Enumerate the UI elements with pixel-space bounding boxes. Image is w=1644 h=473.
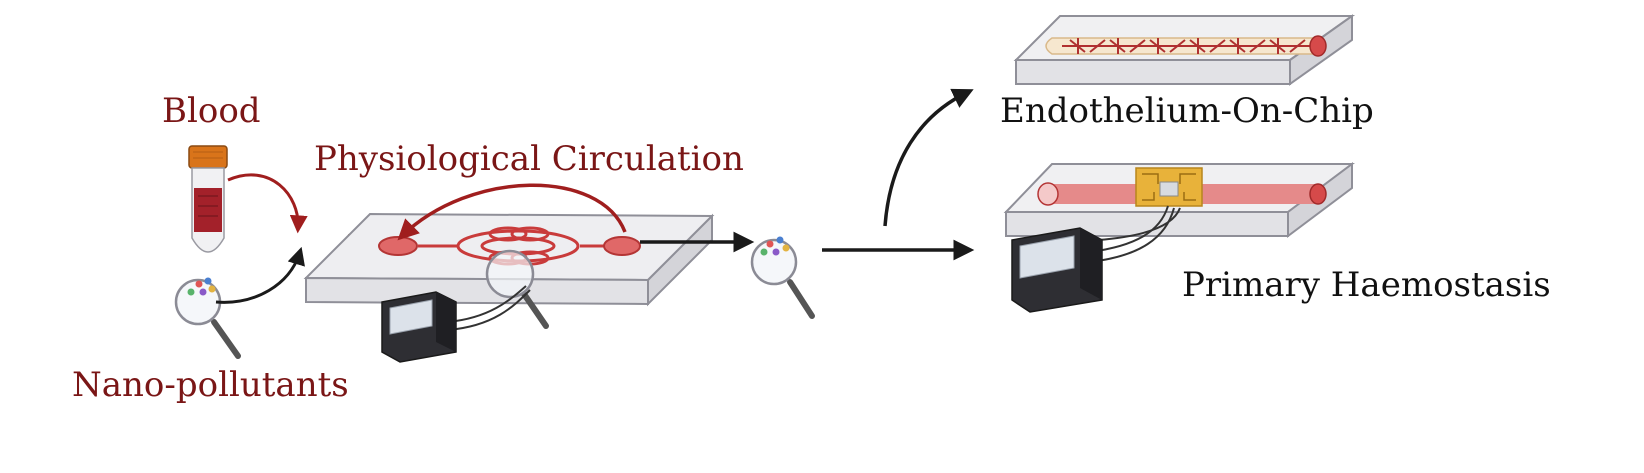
circulation-arrow — [397, 183, 627, 241]
label-physiological-circulation: Physiological Circulation — [314, 139, 744, 179]
outlet-reservoir — [603, 236, 641, 256]
pollutant-arrow — [215, 246, 305, 304]
monitor-device-icon — [381, 285, 531, 363]
inlet-reservoir — [378, 236, 418, 256]
label-blood: Blood — [162, 91, 261, 131]
label-endothelium-on-chip: Endothelium-On-Chip — [1000, 91, 1374, 131]
analysis-magnifier-icon — [750, 236, 815, 319]
branch-arrow-up — [883, 88, 974, 227]
blood-arrow — [227, 173, 308, 234]
haemostasis-monitor-icon — [1011, 205, 1181, 313]
haemostasis-chip — [1003, 162, 1355, 238]
endothelium-chip — [1013, 14, 1356, 86]
blood-tube-icon — [188, 145, 228, 253]
chip-magnifier-icon — [485, 249, 549, 329]
nano-pollutants-magnifier-icon — [174, 277, 241, 359]
label-primary-haemostasis: Primary Haemostasis — [1182, 265, 1551, 305]
label-nano-pollutants: Nano-pollutants — [72, 365, 349, 405]
